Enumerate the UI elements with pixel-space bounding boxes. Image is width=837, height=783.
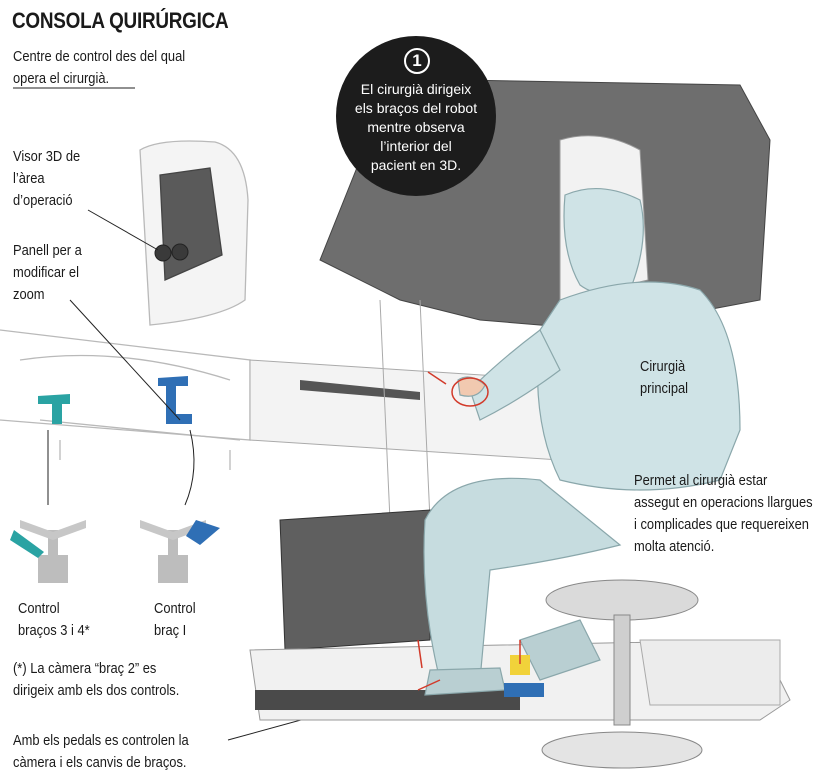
- label-line: (*) La càmera “braç 2” es: [13, 660, 157, 677]
- label-line: Control: [18, 600, 60, 617]
- callout-text: El cirurgià dirigeix els braços del robo…: [344, 80, 488, 175]
- label-line: l’àrea: [13, 170, 45, 187]
- teal-hand-control: [38, 394, 70, 424]
- callout-line: pacient en 3D.: [370, 157, 462, 173]
- label-line: molta atenció.: [634, 538, 715, 555]
- zoom-panel-knobs: [154, 243, 189, 262]
- label-line: d’operació: [13, 192, 73, 209]
- blue-pedal: [504, 683, 544, 697]
- label-zoom-panel: Panell per a modificar el zoom: [13, 240, 82, 306]
- label-line: Visor 3D de: [13, 148, 81, 165]
- label-line: zoom: [13, 286, 45, 303]
- label-line: principal: [640, 380, 689, 397]
- label-visor-3d: Visor 3D de l’àrea d’operació: [13, 146, 80, 212]
- surgeon-stool: [541, 579, 703, 769]
- label-line: Control: [154, 600, 196, 617]
- label-principal-surgeon: Cirurgià principal: [640, 356, 688, 400]
- label-line: assegut en operacions llargues: [634, 494, 813, 511]
- step-number-badge: 1: [404, 48, 430, 74]
- label-line: dirigeix amb els dos controls.: [13, 682, 180, 699]
- blue-hand-control: [158, 376, 192, 424]
- step-callout: 1 El cirurgià dirigeix els braços del ro…: [336, 36, 496, 196]
- surgeon-figure: [423, 187, 741, 696]
- intro-line: opera el cirurgià.: [13, 70, 110, 87]
- label-line: càmera i els canvis de braços.: [13, 754, 187, 771]
- control-icon-arm-1: [140, 520, 220, 583]
- label-line: braç I: [154, 622, 187, 639]
- callout-line: El cirurgià dirigeix: [360, 81, 472, 97]
- label-pedals: Amb els pedals es controlen la càmera i …: [13, 730, 189, 774]
- label-control-arms-3-4: Control braços 3 i 4*: [18, 598, 90, 642]
- main-console: [249, 79, 791, 721]
- label-line: i complicades que requereixen: [634, 516, 809, 533]
- yellow-pedal: [510, 655, 530, 675]
- label-line: braços 3 i 4*: [18, 622, 90, 639]
- callout-line: els braços del robot: [354, 100, 478, 116]
- intro-text: Centre de control des del qual opera el …: [13, 46, 185, 90]
- intro-line: Centre de control des del qual: [13, 48, 186, 65]
- callout-line: l’interior del: [380, 138, 452, 154]
- footnote-camera: (*) La càmera “braç 2” es dirigeix amb e…: [13, 658, 179, 702]
- label-line: modificar el: [13, 264, 79, 281]
- label-line: Permet al cirurgià estar: [634, 472, 768, 489]
- page-title: CONSOLA QUIRÚRGICA: [12, 8, 229, 33]
- label-seat: Permet al cirurgià estar assegut en oper…: [634, 470, 813, 558]
- label-line: Cirurgià: [640, 358, 686, 375]
- label-control-arm-1: Control braç I: [154, 598, 196, 642]
- callout-line: mentre observa: [367, 119, 465, 135]
- label-line: Panell per a: [13, 242, 82, 259]
- label-line: Amb els pedals es controlen la: [13, 732, 189, 749]
- control-icon-arms-3-4: [10, 520, 86, 583]
